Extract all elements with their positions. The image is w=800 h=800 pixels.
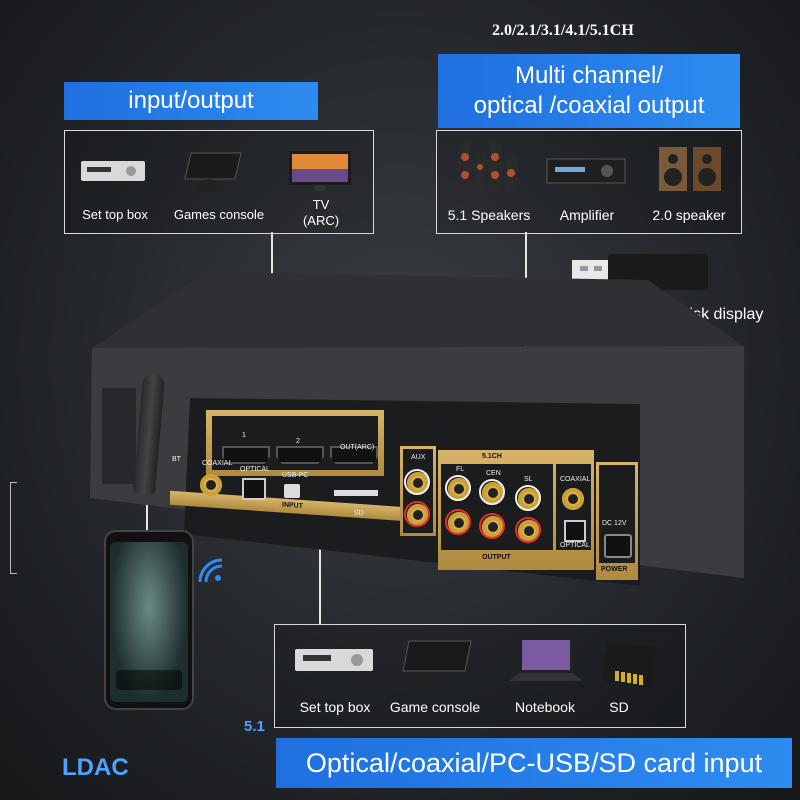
fl-label: FL (456, 466, 465, 473)
hdmi-panel: 1 2 OUT(ARC) (206, 410, 384, 476)
coaxial-out-port[interactable] (562, 488, 584, 510)
notebook-image (509, 637, 583, 681)
optical-out-label: OPTICAL (560, 542, 590, 549)
coaxial-out-label: COAXIAL (560, 476, 591, 483)
io-banner: input/output (64, 82, 318, 120)
optical-in-label: OPTICAL (240, 466, 270, 473)
input-label: INPUT (282, 501, 303, 510)
left-bracket (10, 482, 17, 574)
fl-port[interactable] (445, 475, 471, 501)
dc-power-port[interactable] (604, 534, 632, 558)
hdmi-label-2: 2 (296, 438, 300, 445)
speakers-image (459, 143, 517, 193)
multi-banner-line2: optical /coaxial output (473, 92, 705, 119)
hdmi-label-out-arc: OUT(ARC) (340, 444, 375, 451)
input-devices-frame: Set top box Game console Notebook SD (274, 624, 686, 728)
io-item-set-top-box: Set top box (82, 207, 148, 222)
set-top-box-image (81, 161, 145, 181)
label-51: 5.1 (244, 718, 265, 735)
optical-out-port[interactable] (564, 520, 586, 542)
connector-output (525, 232, 527, 468)
bt-label: BT (172, 456, 181, 463)
usb-pc-port[interactable] (284, 484, 300, 498)
out-item-amplifier: Amplifier (559, 207, 615, 223)
aux-port-left[interactable] (404, 469, 430, 495)
usb-pc-label: USB-PC (282, 472, 309, 479)
sd-label: SD (354, 510, 364, 517)
ch-label: 5.1CH (482, 453, 502, 460)
input-set-top-box-image (295, 649, 373, 671)
sr-port[interactable] (515, 517, 541, 543)
io-item-tv: TV (ARC) (302, 197, 340, 228)
cen-port[interactable] (479, 479, 505, 505)
amplifier-image (546, 158, 626, 184)
udisk-label: U Disk display (662, 306, 764, 323)
in-item-set-top-box: Set top box (299, 699, 371, 715)
wifi-signal-icon (198, 558, 223, 583)
out-item-51-speakers: 5.1 Speakers (447, 207, 531, 223)
dc-label: DC 12V (602, 520, 627, 527)
optical-in-port[interactable] (242, 478, 266, 500)
cen-label: CEN (486, 470, 501, 477)
sub-port[interactable] (479, 513, 505, 539)
bottom-banner: Optical/coaxial/PC-USB/SD card input (276, 738, 792, 788)
coaxial-in-label: COAXIAL (202, 460, 233, 467)
io-banner-text: input/output (128, 87, 254, 114)
power-panel: DC 12V POWER (596, 462, 638, 580)
usb-disk-image (572, 254, 708, 290)
hdmi-port-1[interactable] (222, 446, 270, 464)
aux-panel: AUX (400, 446, 436, 536)
in-item-notebook: Notebook (515, 699, 575, 715)
aux-label: AUX (411, 454, 426, 461)
bt-antenna (132, 373, 166, 495)
output-devices-frame: 5.1 Speakers Amplifier 2.0 speaker (436, 130, 742, 234)
bookshelf-speakers-image (659, 147, 721, 191)
phone-controls (116, 670, 182, 690)
input-game-console-image (402, 640, 472, 685)
coaxial-in-port[interactable] (200, 474, 222, 496)
tv-image (289, 151, 351, 191)
sd-slot[interactable] (334, 490, 378, 496)
connector-io (271, 232, 273, 440)
ldac-logo: LDAC (62, 754, 129, 781)
power-label: POWER (601, 566, 628, 573)
in-item-sd: SD (609, 699, 629, 715)
hdmi-label-1: 1 (242, 432, 246, 439)
multi-banner: Multi channel/ optical /coaxial output (438, 54, 740, 128)
games-console-image (184, 152, 242, 191)
bottom-banner-text: Optical/coaxial/PC-USB/SD card input (305, 747, 763, 778)
io-devices-frame: Set top box Games console TV (ARC) (64, 130, 374, 234)
smartphone (104, 530, 194, 710)
in-item-game-console: Game console (389, 699, 481, 715)
connector-input (319, 512, 321, 624)
channel-config-text: 2.0/2.1/3.1/4.1/5.1CH (492, 22, 634, 39)
io-item-games-console: Games console (173, 207, 265, 222)
fr-port[interactable] (445, 509, 471, 535)
sl-label: SL (524, 476, 533, 483)
sl-port[interactable] (515, 485, 541, 511)
hdmi-port-2[interactable] (276, 446, 324, 464)
sd-card-image (603, 643, 657, 687)
hdmi-port-out-arc[interactable] (330, 446, 378, 464)
out-item-20-speaker: 2.0 speaker (652, 207, 726, 223)
output-label: OUTPUT (482, 554, 511, 561)
multi-banner-line1: Multi channel/ (514, 62, 664, 89)
output-panel: 5.1CH FL CEN SL OUTPUT COAXIAL OPTICAL (438, 450, 594, 570)
aux-port-right[interactable] (404, 501, 430, 527)
connector-bt (146, 494, 148, 530)
